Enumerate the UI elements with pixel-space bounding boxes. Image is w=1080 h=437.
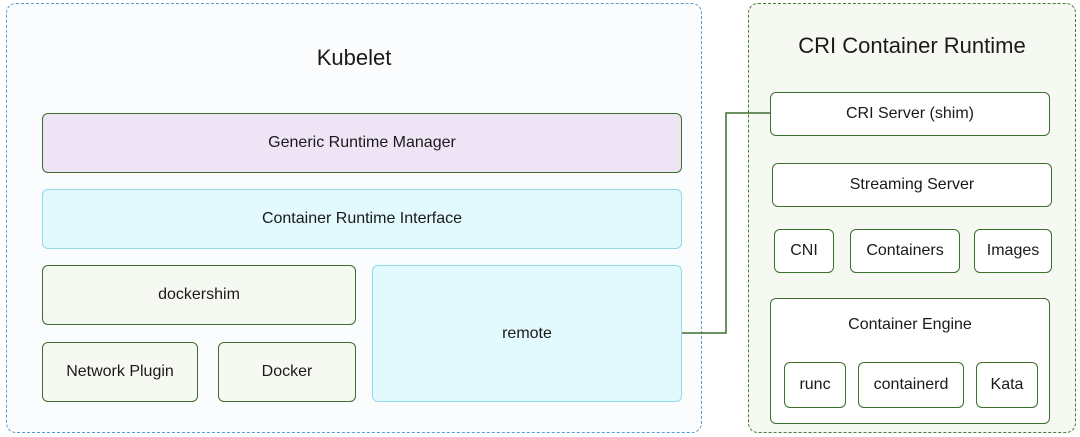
cni-box: CNI [774,229,834,273]
container-runtime-interface-box: Container Runtime Interface [42,189,682,249]
containers-box: Containers [850,229,960,273]
cri-server-box: CRI Server (shim) [770,92,1050,136]
streaming-server-box: Streaming Server [772,163,1052,207]
kata-box: Kata [976,362,1038,408]
runc-box: runc [784,362,846,408]
network-plugin-box: Network Plugin [42,342,198,402]
cri-runtime-title: CRI Container Runtime [798,33,1026,58]
docker-box: Docker [218,342,356,402]
container-engine-title: Container Engine [848,316,972,333]
images-box: Images [974,229,1052,273]
remote-box: remote [372,265,682,402]
containerd-box: containerd [858,362,964,408]
generic-runtime-manager-box: Generic Runtime Manager [42,113,682,173]
kubelet-title: Kubelet [316,45,392,70]
dockershim-box: dockershim [42,265,356,325]
